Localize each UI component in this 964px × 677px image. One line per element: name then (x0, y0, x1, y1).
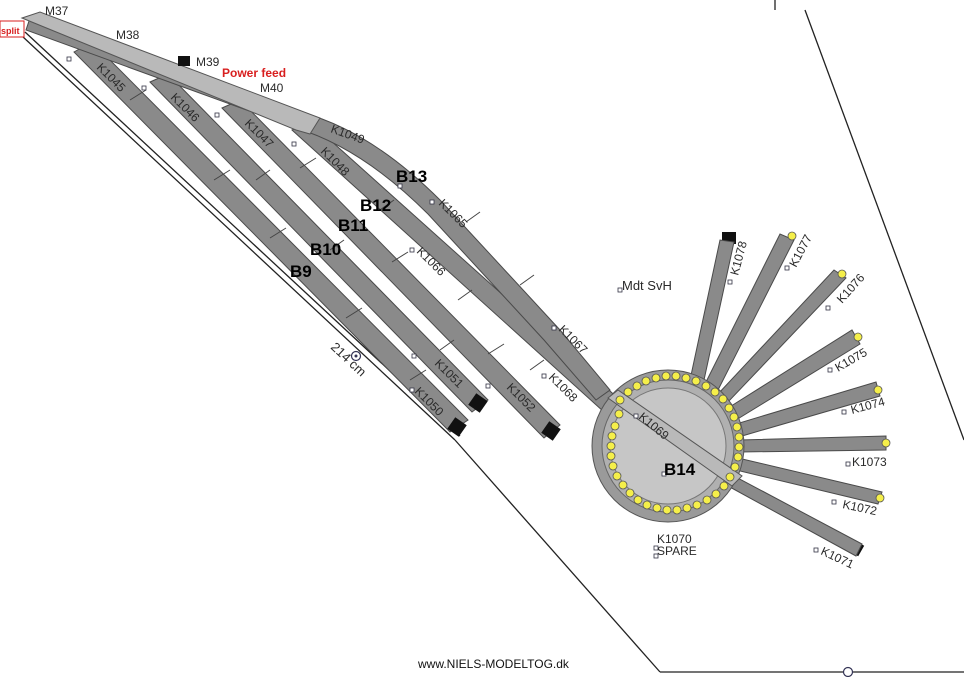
turntable (591, 369, 745, 523)
label-spare-k: K1070 (657, 532, 692, 546)
board-outline (21, 0, 964, 673)
label-spare: SPARE (657, 544, 697, 558)
label-m39: M39 (196, 55, 220, 69)
label-power-feed: Power feed (222, 66, 286, 80)
ladder-section (20, 11, 321, 135)
sensors (66, 56, 851, 559)
block-b11: B11 (338, 216, 368, 235)
block-b9: B9 (290, 262, 312, 281)
label-mdt: Mdt SvH (622, 278, 672, 293)
tt-label-k1073: K1073 (852, 455, 887, 469)
section-markers (129, 89, 545, 381)
label-m40: M40 (260, 81, 284, 95)
block-b12: B12 (360, 196, 391, 215)
split-box: split (0, 20, 25, 38)
block-b10: B10 (310, 240, 341, 259)
label-m38: M38 (116, 28, 140, 42)
split-label: split (1, 26, 20, 36)
footer-url: www.NIELS-MODELTOG.dk (417, 657, 570, 671)
block-b13: B13 (396, 167, 427, 186)
turntable-bridge (607, 389, 743, 487)
block-b14: B14 (664, 460, 696, 479)
turntable-tracks (689, 233, 887, 557)
track-b13 (25, 17, 611, 401)
label-m37: M37 (45, 4, 69, 18)
turntable-lamps (606, 231, 891, 515)
